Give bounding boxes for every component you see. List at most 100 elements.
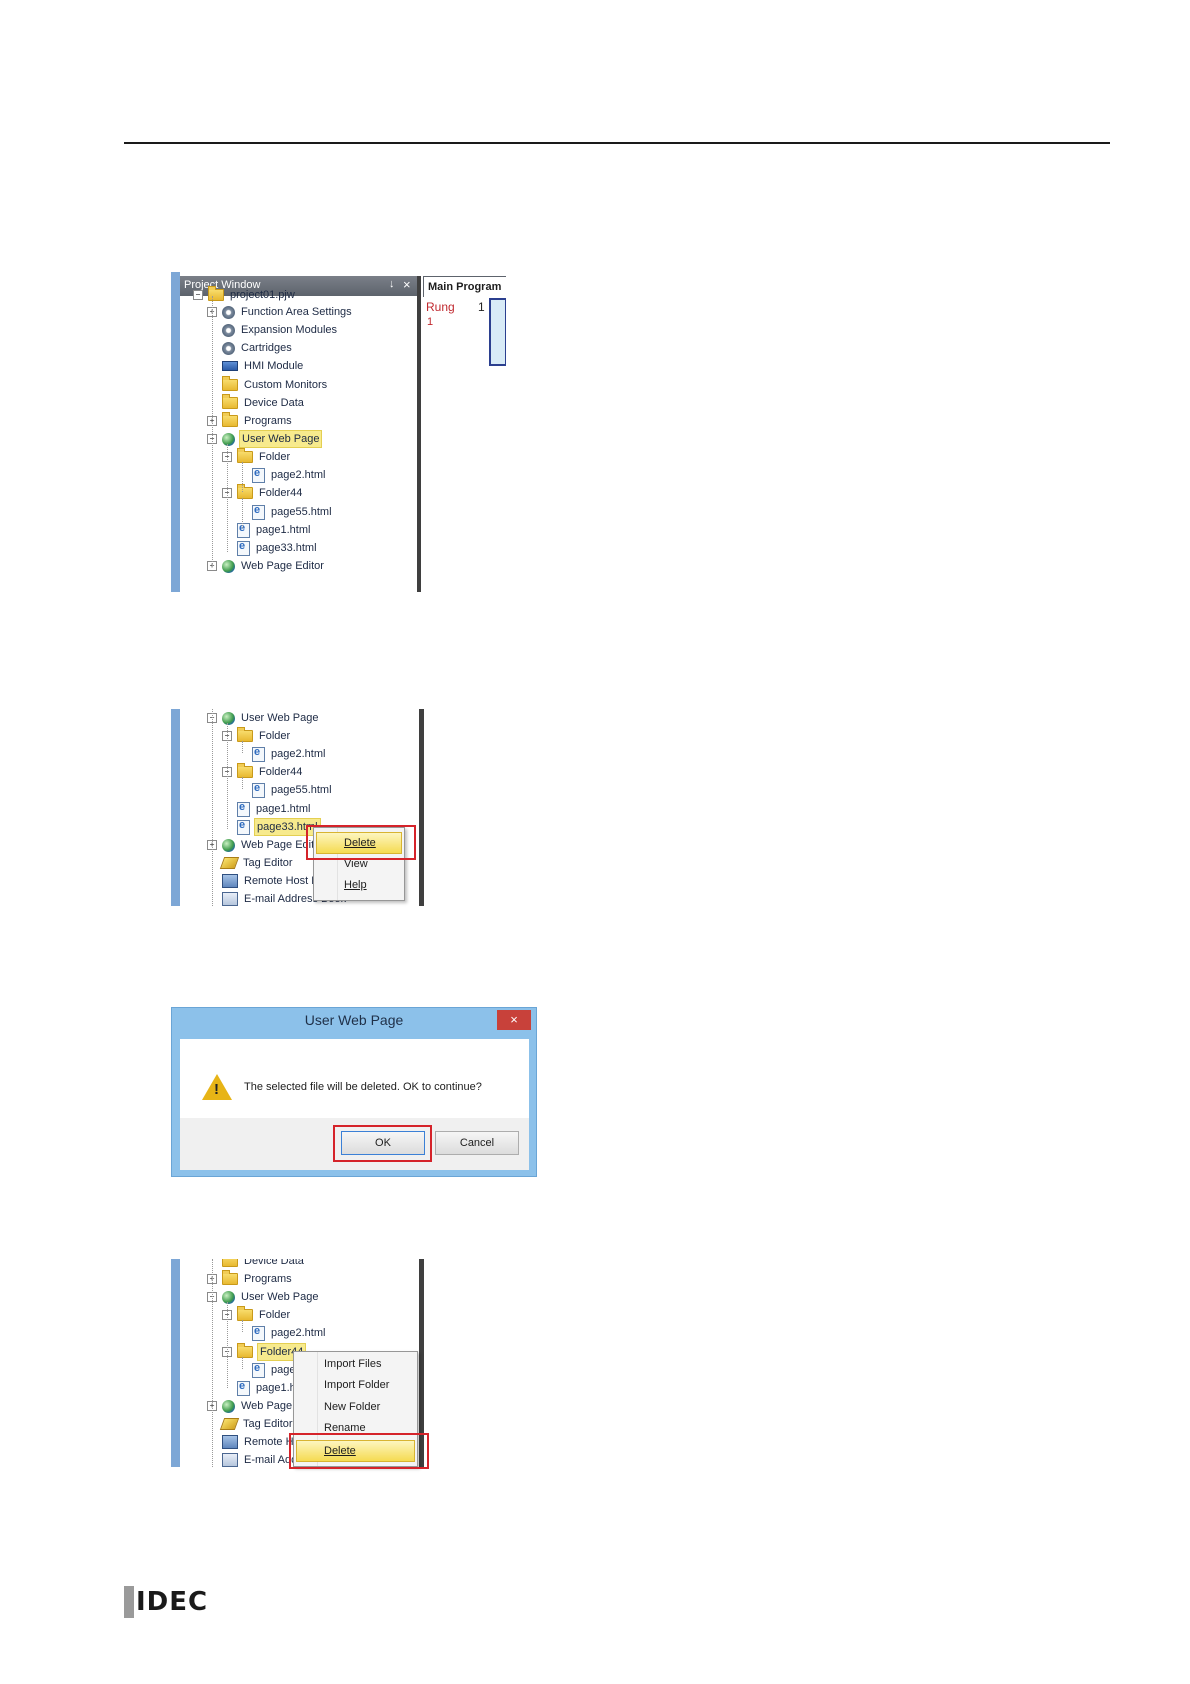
- menu-item-view[interactable]: View: [314, 854, 404, 874]
- collapse-icon[interactable]: −: [193, 290, 203, 300]
- tree-node[interactable]: Device Data: [222, 1259, 306, 1270]
- tree-guide-line: [227, 723, 228, 829]
- tree-guide-line: [227, 1302, 228, 1388]
- highlight-delete-box: [306, 825, 416, 860]
- tree-node[interactable]: Folder44: [237, 763, 304, 781]
- tree-node[interactable]: Folder: [237, 1306, 292, 1324]
- tree-node[interactable]: Web Page Editor: [222, 557, 326, 575]
- menu-item-import-folder[interactable]: Import Folder: [294, 1375, 417, 1395]
- tree-node[interactable]: Web Page Editor: [222, 836, 326, 854]
- rung-number: 1: [478, 300, 485, 314]
- tree-node-label: page33.html: [254, 818, 321, 836]
- tree-node[interactable]: page33.html: [237, 539, 319, 557]
- remote-icon: [222, 874, 238, 888]
- globe-icon: [222, 432, 235, 446]
- tree-node[interactable]: page2.html: [252, 1324, 327, 1342]
- page-icon: [252, 782, 265, 798]
- tree-node-label: page2.html: [271, 1327, 326, 1339]
- page-icon: [252, 467, 265, 483]
- globe-icon: [222, 559, 235, 573]
- tree-node[interactable]: project01.pjw: [208, 286, 297, 304]
- menu-item-import-files[interactable]: Import Files: [294, 1354, 417, 1374]
- menu-gutter: [314, 828, 338, 900]
- tree-node[interactable]: Expansion Modules: [222, 321, 339, 339]
- tree-guide-line: [212, 296, 213, 566]
- tree-node[interactable]: page33.html: [237, 818, 321, 836]
- menu-item-label: Import Files: [324, 1358, 382, 1370]
- tree-node[interactable]: User Web Page: [222, 709, 320, 727]
- menu-item-help[interactable]: Help: [314, 875, 404, 895]
- tree-node[interactable]: Tag Editor: [219, 1415, 295, 1433]
- menu-gutter: [294, 1352, 318, 1466]
- tree-node-label: Tag Editor: [243, 857, 293, 869]
- tree-node[interactable]: User Web Page: [222, 430, 323, 448]
- ok-button[interactable]: OK: [341, 1131, 425, 1155]
- dialog-title: User Web Page: [304, 1012, 404, 1028]
- tree-node-label: Web Page Editor: [241, 839, 324, 851]
- tree-node-label: Folder: [259, 1309, 291, 1321]
- tree-node[interactable]: User Web Page: [222, 1288, 320, 1306]
- tree-node[interactable]: Remote Host List: [222, 872, 330, 890]
- tree-node[interactable]: Device Data: [222, 394, 306, 412]
- page-icon: [252, 746, 265, 762]
- book-icon: [222, 892, 238, 906]
- tree-node[interactable]: page1.html: [237, 521, 312, 539]
- tree-node-label: User Web Page: [241, 1291, 319, 1303]
- tree-node-label: User Web Page: [239, 430, 323, 448]
- gear-icon: [222, 323, 235, 337]
- tree-node[interactable]: Function Area Settings: [222, 303, 354, 321]
- menu-item-label: Help: [344, 879, 367, 891]
- page-icon: [252, 504, 265, 520]
- menu-item-new-folder[interactable]: New Folder: [294, 1397, 417, 1417]
- tree-node[interactable]: HMI Module: [222, 357, 305, 375]
- folder-icon: [237, 1306, 253, 1321]
- tree-node-label: Function Area Settings: [241, 306, 352, 318]
- tree-node[interactable]: Programs: [222, 412, 294, 430]
- tab-main-program[interactable]: Main Program: [423, 276, 506, 297]
- tree-node-label: Remote Host List: [244, 875, 329, 887]
- tree-node[interactable]: page55.html: [252, 503, 334, 521]
- tree-guide-line: [212, 709, 213, 906]
- tree-node[interactable]: page55.html: [252, 781, 334, 799]
- tree-node[interactable]: page2.html: [252, 745, 327, 763]
- tree-node-label: Folder44: [259, 487, 303, 499]
- tree-node[interactable]: Cartridges: [222, 339, 294, 357]
- warning-icon: [202, 1074, 232, 1100]
- page-icon: [237, 801, 250, 817]
- tree-node[interactable]: Folder: [237, 727, 292, 745]
- dialog-close-button[interactable]: ×: [497, 1010, 531, 1030]
- tree-node-label: Expansion Modules: [241, 324, 338, 336]
- menu-item-delete[interactable]: Delete: [316, 832, 402, 854]
- tree-panel-delete-file: User Web Page−Folder−page2.htmlFolder44−…: [171, 709, 424, 906]
- tree-guide-line: [242, 741, 243, 753]
- page-icon: [252, 1362, 265, 1378]
- tree-node[interactable]: Tag Editor: [219, 854, 295, 872]
- cancel-button[interactable]: Cancel: [435, 1131, 519, 1155]
- close-icon[interactable]: ×: [403, 277, 411, 292]
- pin-icon[interactable]: ↓: [389, 278, 395, 290]
- tree-node-label: page55.html: [271, 784, 332, 796]
- folder-icon: [222, 1259, 238, 1267]
- folder-icon: [222, 1270, 238, 1285]
- globe-icon: [222, 1399, 235, 1413]
- book-icon: [222, 1453, 238, 1467]
- tree-node[interactable]: Custom Monitors: [222, 376, 329, 394]
- menu-item-rename[interactable]: Rename: [294, 1418, 417, 1438]
- tree-node[interactable]: page2.html: [252, 466, 327, 484]
- menu-item-delete[interactable]: Delete: [296, 1440, 415, 1462]
- panel-splitter[interactable]: [417, 276, 421, 592]
- tree-node[interactable]: Programs: [222, 1270, 294, 1288]
- project-window-titlebar[interactable]: Project Window ↓ ×: [180, 276, 417, 296]
- tree-guide-line: [242, 1357, 243, 1369]
- tree-node-label: Tag Editor: [243, 1418, 293, 1430]
- tree-node[interactable]: Folder44: [237, 484, 304, 502]
- tree-node-label: page2.html: [271, 748, 326, 760]
- panel-right-border: [419, 709, 424, 906]
- tree-node-label: Folder: [259, 730, 291, 742]
- tree-node[interactable]: page1.html: [237, 800, 312, 818]
- tree-node[interactable]: Folder: [237, 448, 292, 466]
- page-icon: [252, 1325, 265, 1341]
- folder-icon: [222, 412, 238, 427]
- panel-left-border: [171, 272, 180, 592]
- highlight-delete-box: [289, 1433, 429, 1469]
